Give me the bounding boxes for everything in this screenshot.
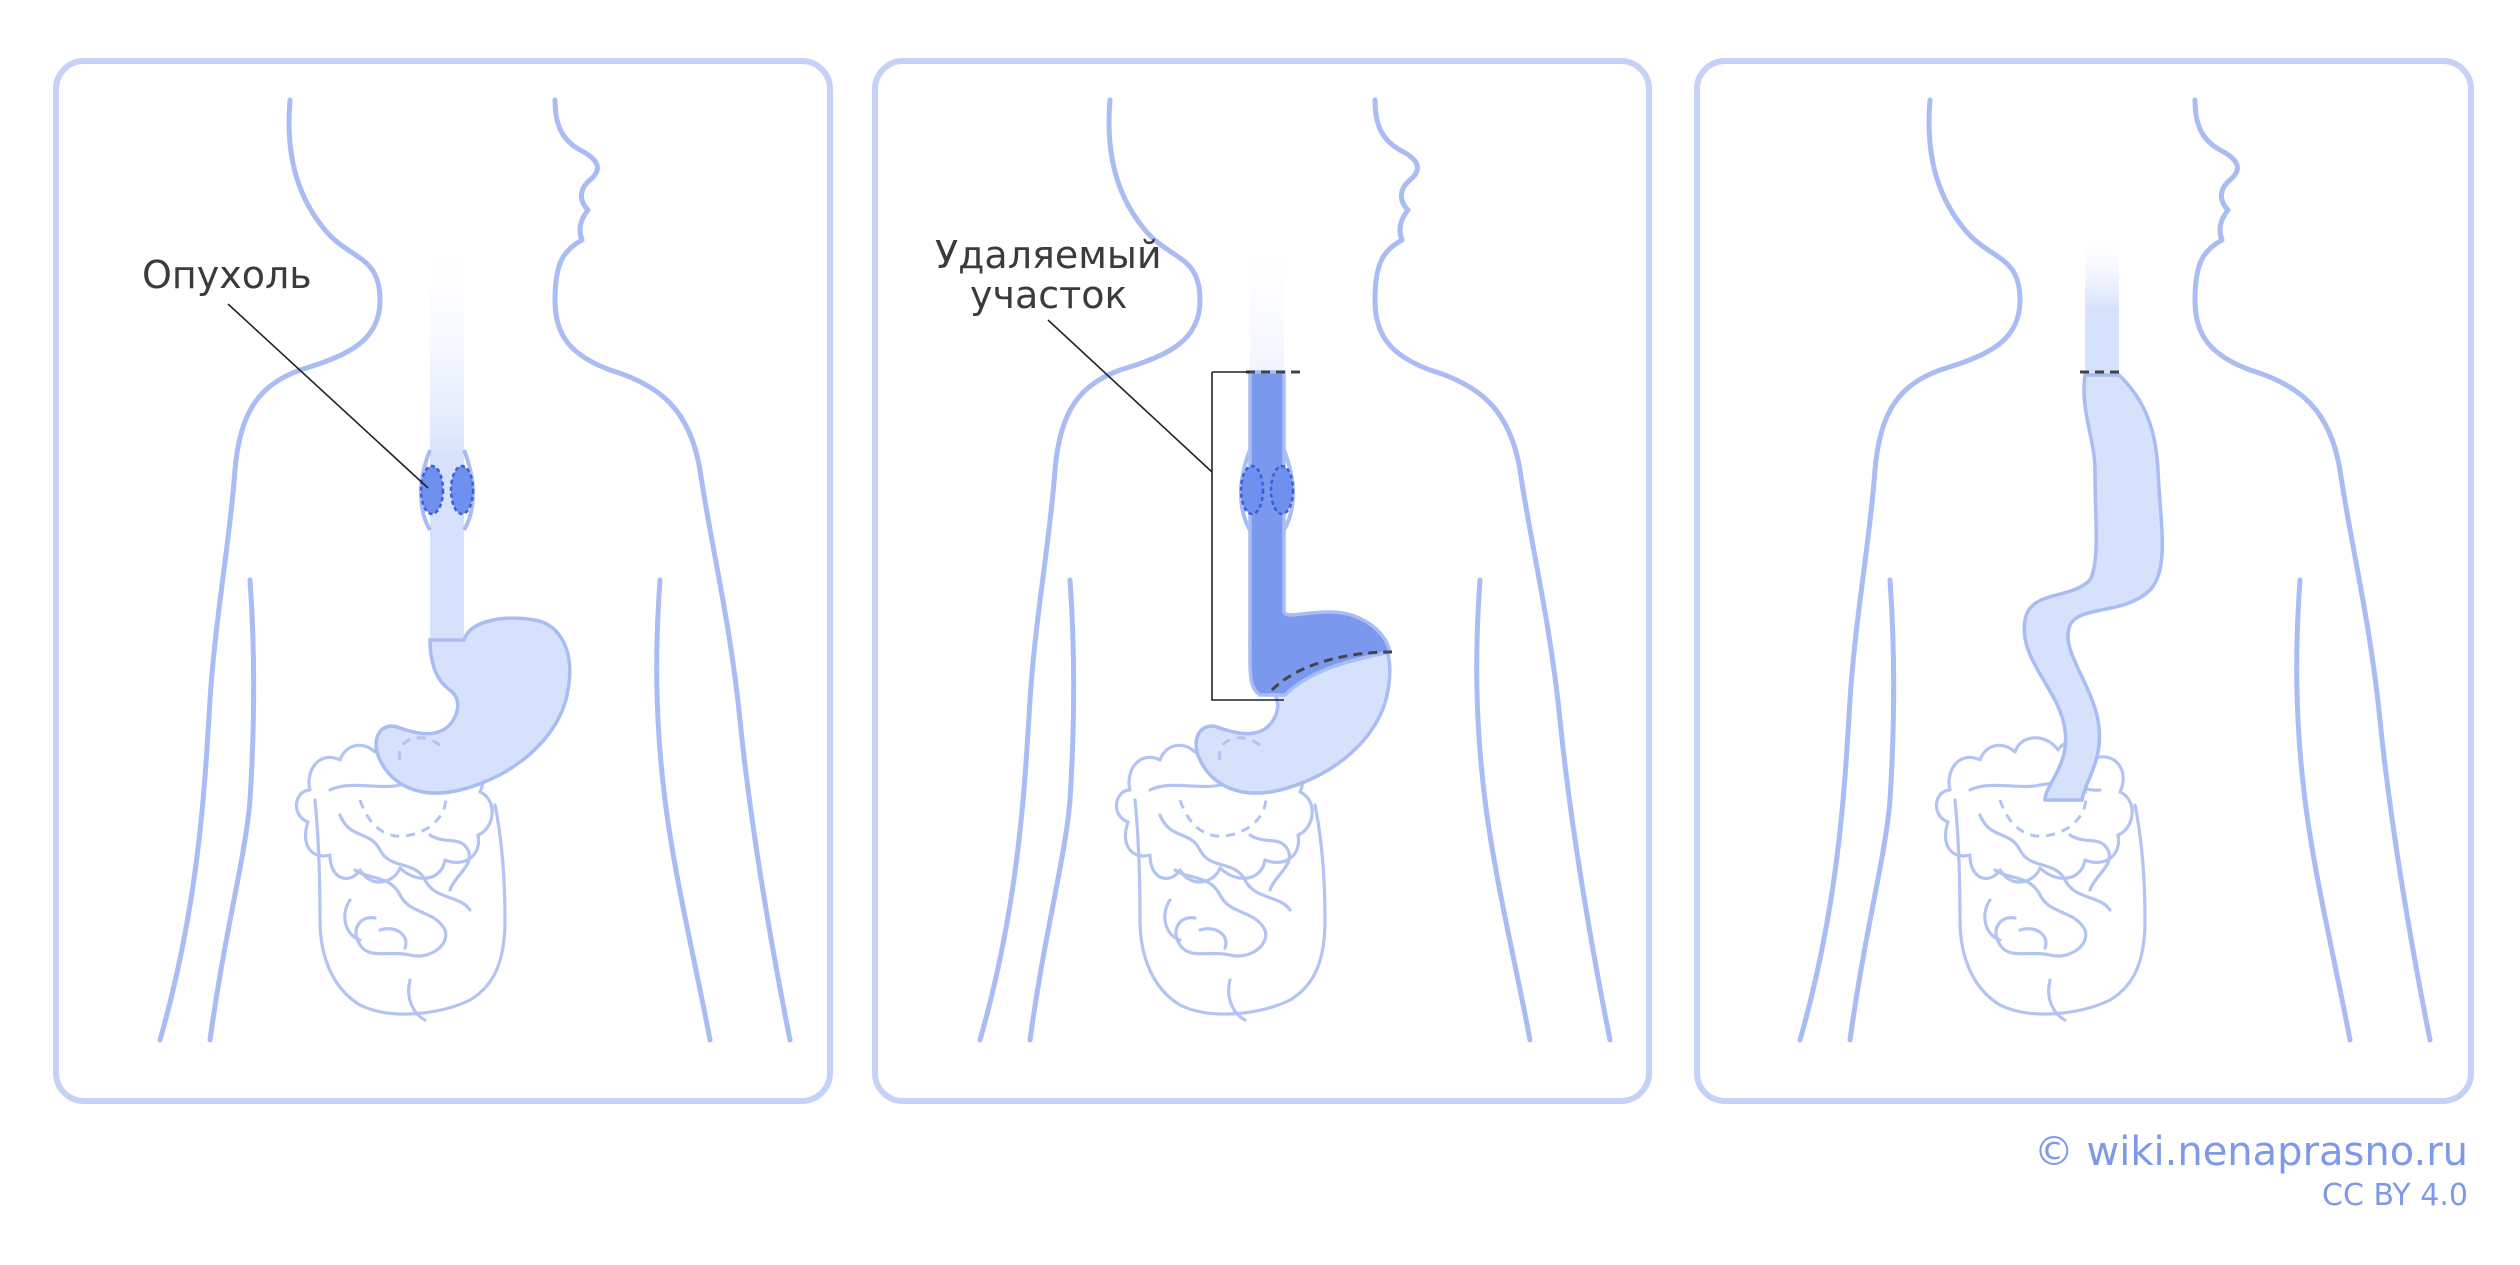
site-credit[interactable]: © wiki.nenaprasno.ru bbox=[2033, 1129, 2468, 1175]
license-credit: CC BY 4.0 bbox=[2322, 1178, 2468, 1213]
panel-3-frame bbox=[1694, 58, 2474, 1104]
resection-label-line2: участок bbox=[970, 273, 1127, 317]
tumor-leader-line bbox=[227, 303, 429, 489]
lower-cut-line-2 bbox=[1270, 650, 1393, 692]
panel-1-tumor: Опухоль bbox=[53, 58, 833, 1104]
resection-leader-line bbox=[1047, 319, 1213, 473]
resection-label-line1: Удаляемый bbox=[935, 233, 1162, 277]
panel-3-reconstruction bbox=[1694, 58, 2474, 1104]
panel-2-resection: Удаляемый участок bbox=[872, 58, 1652, 1104]
gastric-tube bbox=[2022, 373, 2164, 802]
tumor-label: Опухоль bbox=[142, 253, 312, 297]
resection-bracket bbox=[1211, 372, 1284, 701]
credit-block: © wiki.nenaprasno.ru CC BY 4.0 bbox=[2034, 1128, 2468, 1216]
esophagus-stub bbox=[2085, 230, 2119, 375]
